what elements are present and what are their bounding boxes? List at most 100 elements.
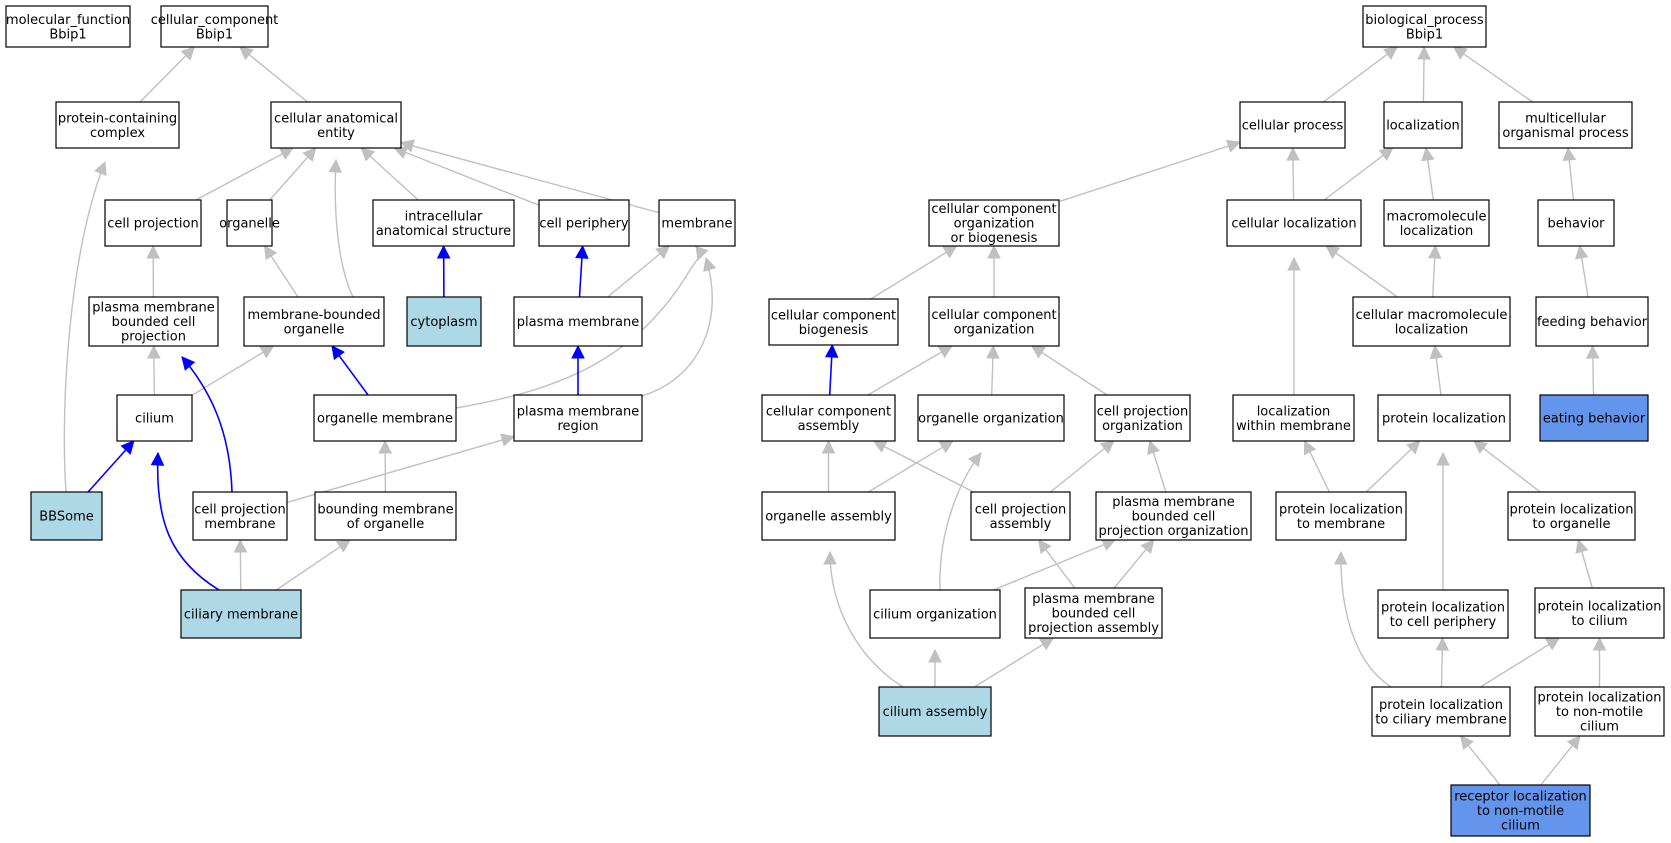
edge-macloc-to-loc [1421, 146, 1435, 201]
go-term-node-protloc[interactable]: protein localization [1377, 394, 1511, 442]
node-label-line: to cilium [1571, 614, 1627, 629]
go-term-node-organelle[interactable]: organelle [219, 199, 280, 247]
edge-cilasm-to-cilorg [928, 648, 942, 687]
arrowhead-icon [1382, 46, 1398, 60]
edge-line [1581, 551, 1593, 589]
node-label-line: cilium [1580, 720, 1619, 735]
node-box [1534, 686, 1665, 737]
edge-ccob-to-cellproc [1058, 139, 1242, 203]
go-term-node-cellloc[interactable]: cellular localization [1226, 199, 1362, 247]
go-term-node-cilium[interactable]: cilium [116, 394, 193, 442]
edge-behavior-to-mop [1562, 146, 1577, 201]
node-label-line: protein localization [1382, 412, 1506, 427]
go-term-node-loc[interactable]: localization [1383, 101, 1463, 149]
go-term-node-cytoplasm[interactable]: cytoplasm [406, 296, 482, 347]
edge-pmbcpa-to-cpa [1037, 539, 1076, 589]
arrowhead-icon [1429, 344, 1444, 360]
arrowhead-icon [1460, 735, 1474, 750]
node-box [314, 491, 457, 541]
arrowhead-icon [1545, 637, 1561, 651]
go-term-node-cilorg[interactable]: cilium organization [869, 589, 1001, 639]
edge-cilium-to-pmbcp [147, 344, 161, 396]
arrowhead-icon [180, 46, 196, 61]
go-term-node-pm[interactable]: plasma membrane [513, 296, 643, 347]
go-term-node-orgmem[interactable]: organelle membrane [313, 394, 457, 442]
arrowhead-icon [987, 244, 1001, 259]
node-label-line: organelle assembly [765, 510, 892, 525]
arrowhead-icon [821, 439, 836, 454]
arrowhead-icon [1287, 256, 1301, 271]
go-term-node-bbsome[interactable]: BBSome [30, 491, 103, 541]
go-term-node-orgorg[interactable]: organelle organization [917, 394, 1065, 442]
edge-line [1482, 447, 1541, 493]
edge-cilorg-to-orgorg [939, 452, 982, 591]
go-term-node-cellper[interactable]: cell periphery [538, 199, 630, 247]
go-term-node-cilasm[interactable]: cilium assembly [878, 686, 992, 737]
edge-line [1432, 257, 1436, 298]
node-label-line: to organelle [1533, 517, 1611, 532]
node-label-line: molecular_function [6, 13, 130, 28]
node-label-line: protein localization [1538, 691, 1662, 706]
go-term-node-behavior[interactable]: behavior [1537, 199, 1615, 247]
edge-line [829, 551, 904, 688]
edge-cilmem-to-cilium [150, 451, 220, 591]
edge-line [1463, 53, 1534, 103]
go-term-node-cellproc[interactable]: cellular process [1239, 101, 1346, 149]
node-box [1537, 199, 1615, 247]
arrowhead-icon [1436, 451, 1450, 466]
go-term-node-cellproj[interactable]: cell projection [104, 199, 202, 247]
node-label-line: Bbip1 [1406, 27, 1443, 42]
edge-bbsome-to-pcc [63, 160, 107, 493]
arrowhead-icon [1147, 439, 1161, 456]
node-label-line: to membrane [1297, 517, 1385, 532]
node-box [928, 199, 1060, 247]
arrowhead-icon [986, 344, 1000, 359]
go-term-node-cilmem[interactable]: ciliary membrane [180, 589, 302, 639]
arrowhead-icon [1140, 539, 1155, 555]
edge-line [1045, 549, 1076, 589]
go-term-node-membrane[interactable]: membrane [658, 199, 736, 247]
edge-pltnmc-to-pltc [1592, 636, 1607, 687]
edge-line [334, 159, 374, 321]
node-label-line: within membrane [1236, 419, 1351, 434]
edge-cellper-to-cae [393, 146, 540, 206]
go-term-node-feeding[interactable]: feeding behavior [1535, 296, 1649, 347]
node-label-line: bounded cell [1052, 607, 1136, 622]
go-term-node-eating[interactable]: eating behavior [1539, 394, 1649, 442]
node-label-line: cell projection [975, 502, 1066, 517]
node-box [88, 296, 219, 347]
node-box [1352, 296, 1511, 347]
arrowhead-icon [1575, 538, 1589, 554]
go-term-node-orgasm[interactable]: organelle assembly [761, 491, 896, 541]
